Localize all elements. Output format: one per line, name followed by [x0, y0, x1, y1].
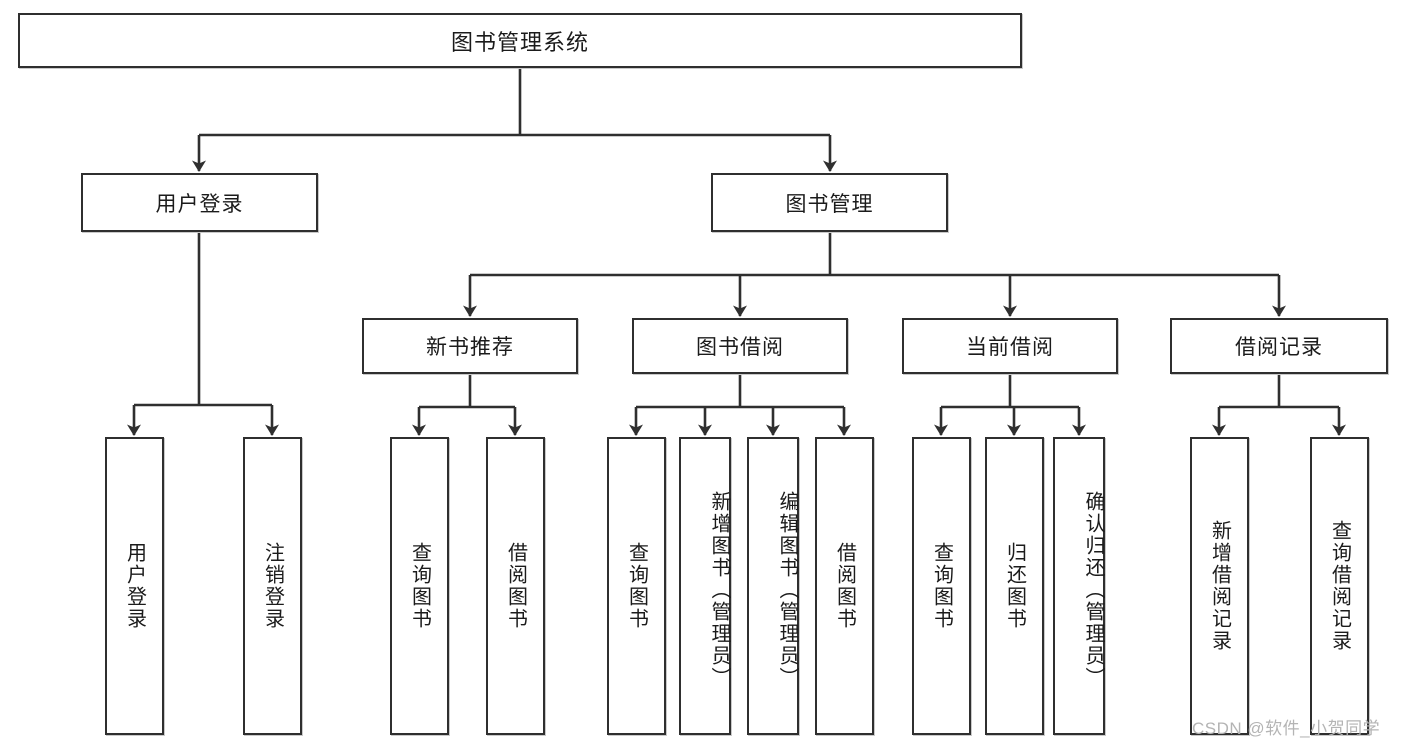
- node-user-login[interactable]: 用户登录: [81, 173, 318, 232]
- leaf-borrow-book-new-label: 借阅图书: [504, 542, 527, 630]
- leaf-edit-book-admin[interactable]: 编辑图书（管理员）: [747, 437, 799, 735]
- leaf-query-book-new[interactable]: 查询图书: [390, 437, 449, 735]
- leaf-query-book-borrow-label: 查询图书: [625, 542, 648, 630]
- node-book-borrow[interactable]: 图书借阅: [632, 318, 848, 374]
- leaf-confirm-return-admin-label: 确认归还（管理员）: [1082, 491, 1104, 689]
- node-current-borrow-label: 当前借阅: [966, 336, 1054, 359]
- leaf-user-login[interactable]: 用户登录: [105, 437, 164, 735]
- watermark: CSDN @软件_小贺同学: [1192, 719, 1381, 738]
- node-new-book-recommend-label: 新书推荐: [426, 336, 514, 359]
- node-user-login-label: 用户登录: [155, 192, 244, 216]
- node-borrow-record[interactable]: 借阅记录: [1170, 318, 1388, 374]
- node-current-borrow[interactable]: 当前借阅: [902, 318, 1118, 374]
- leaf-query-borrow-record[interactable]: 查询借阅记录: [1310, 437, 1369, 735]
- leaf-add-borrow-record[interactable]: 新增借阅记录: [1190, 437, 1249, 735]
- leaf-query-book-current-label: 查询图书: [930, 542, 953, 630]
- node-book-borrow-label: 图书借阅: [696, 336, 784, 359]
- leaf-logout-login-label: 注销登录: [261, 542, 284, 630]
- node-book-management-label: 图书管理: [785, 192, 874, 216]
- leaf-add-book-admin-label: 新增图书（管理员）: [708, 491, 730, 689]
- node-borrow-record-label: 借阅记录: [1235, 336, 1323, 359]
- leaf-return-book-label: 归还图书: [1003, 542, 1026, 630]
- leaf-query-book-new-label: 查询图书: [408, 542, 431, 630]
- node-book-management[interactable]: 图书管理: [711, 173, 948, 232]
- leaf-query-borrow-record-label: 查询借阅记录: [1328, 520, 1351, 652]
- leaf-borrow-book-label: 借阅图书: [833, 542, 856, 630]
- leaf-logout-login[interactable]: 注销登录: [243, 437, 302, 735]
- leaf-confirm-return-admin[interactable]: 确认归还（管理员）: [1053, 437, 1105, 735]
- leaf-borrow-book-new[interactable]: 借阅图书: [486, 437, 545, 735]
- node-root[interactable]: 图书管理系统: [18, 13, 1022, 68]
- leaf-edit-book-admin-label: 编辑图书（管理员）: [776, 491, 798, 689]
- leaf-query-book-current[interactable]: 查询图书: [912, 437, 971, 735]
- leaf-user-login-label: 用户登录: [123, 542, 146, 630]
- leaf-return-book[interactable]: 归还图书: [985, 437, 1044, 735]
- node-root-label: 图书管理系统: [450, 29, 589, 55]
- leaf-add-book-admin[interactable]: 新增图书（管理员）: [679, 437, 731, 735]
- leaf-query-book-borrow[interactable]: 查询图书: [607, 437, 666, 735]
- leaf-add-borrow-record-label: 新增借阅记录: [1208, 520, 1231, 652]
- leaf-borrow-book[interactable]: 借阅图书: [815, 437, 874, 735]
- node-new-book-recommend[interactable]: 新书推荐: [362, 318, 578, 374]
